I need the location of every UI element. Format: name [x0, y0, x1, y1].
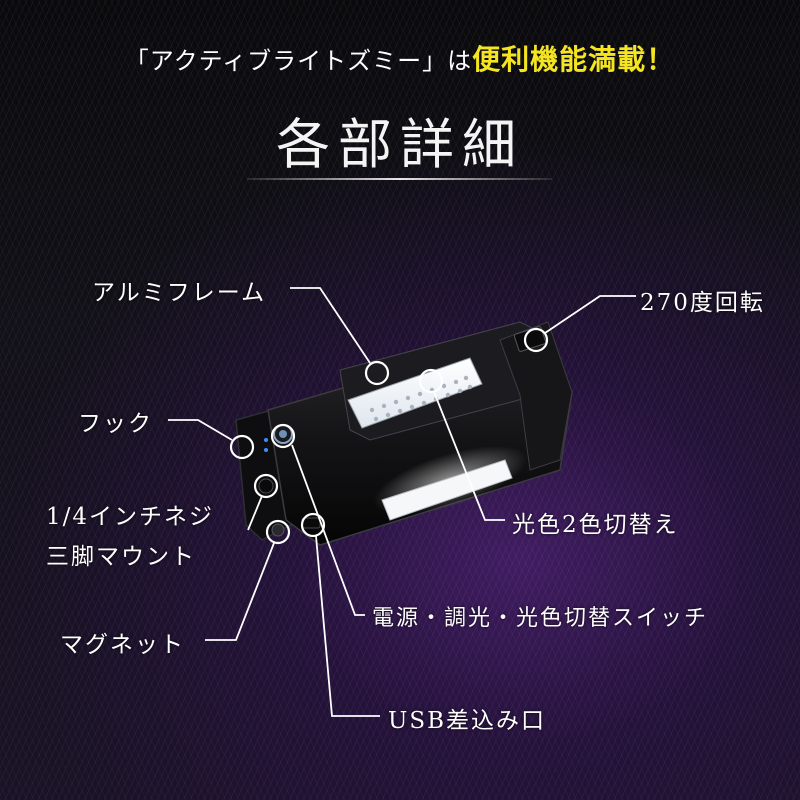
intro-headline: 「アクティブライトズミー」は便利機能満載！ — [0, 38, 800, 78]
top-led-panel — [347, 357, 483, 429]
label-aluminum-frame: アルミフレーム — [92, 280, 267, 306]
leader-tripod — [247, 495, 263, 531]
leader-usb — [315, 535, 380, 717]
marker-rotation — [523, 327, 549, 353]
label-rotation: 270度回転 — [640, 290, 765, 316]
label-light-color: 光色2色切替え — [512, 512, 679, 538]
flashlight-device — [235, 321, 573, 546]
marker-light-color — [418, 368, 444, 394]
intro-suffix: ！ — [646, 43, 676, 76]
leader-light-color — [433, 391, 505, 521]
leader-rotation — [544, 295, 636, 334]
label-usb-port: USB差込み口 — [388, 708, 547, 734]
leader-hook — [168, 419, 233, 441]
side-cob-light — [373, 445, 527, 521]
marker-hook — [229, 434, 255, 460]
marker-power-switch — [270, 423, 296, 449]
label-hook: フック — [78, 411, 153, 437]
intro-prefix: 「アクティブライトズミー」は — [124, 47, 473, 75]
section-title: 各部詳細 — [276, 113, 524, 176]
label-magnet: マグネット — [60, 632, 185, 658]
marker-aluminum-frame — [364, 360, 390, 386]
leader-lines — [168, 287, 636, 717]
intro-highlight: 便利機能満載 — [472, 43, 647, 76]
leader-magnet — [205, 542, 275, 641]
marker-usb — [300, 512, 326, 538]
label-power-switch: 電源・調光・光色切替スイッチ — [372, 606, 709, 631]
leader-power-switch — [291, 444, 365, 616]
marker-magnet — [265, 519, 291, 545]
leader-aluminum-frame — [290, 287, 371, 364]
title-divider — [247, 178, 552, 180]
label-tripod-line1: 1/4インチネジ — [46, 504, 215, 530]
callout-markers — [229, 327, 549, 545]
marker-tripod — [253, 473, 279, 499]
label-tripod-line2: 三脚マウント — [46, 544, 196, 570]
